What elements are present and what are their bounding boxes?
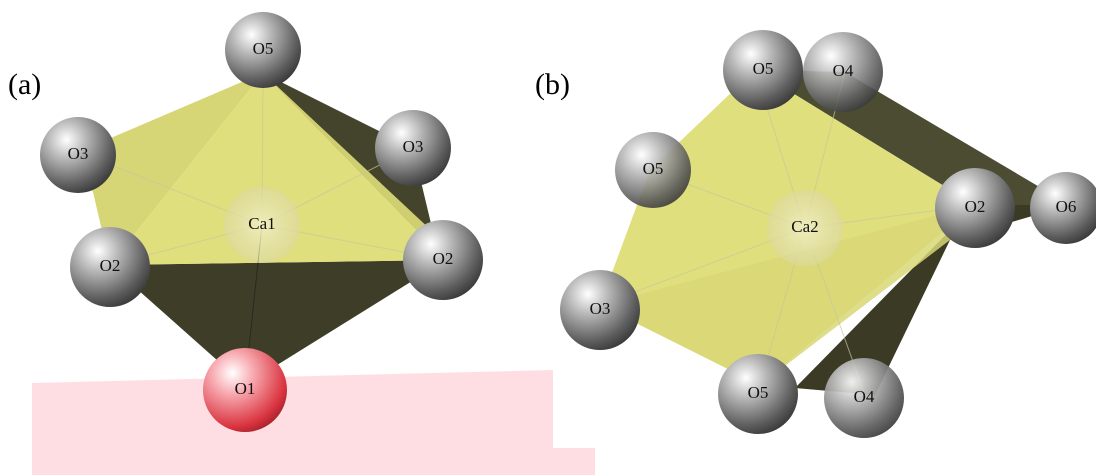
panel-label-b: (b) [535,68,570,101]
pink-overlay [32,370,595,475]
atom-b-o5-top: O5 [723,30,803,110]
face-a-front-right [263,73,446,260]
atom-a-o2-right: O2 [403,220,483,300]
atom-b-o2-right: O2 [935,168,1015,248]
panel-label-a: (a) [8,68,42,101]
center-label-b: Ca2 [791,217,818,236]
svg-text:O4: O4 [854,387,875,406]
svg-text:O3: O3 [403,137,424,156]
svg-text:O5: O5 [748,383,769,402]
center-atom-a: Ca1 [224,187,300,263]
svg-text:O2: O2 [433,249,454,268]
atom-a-o3-right: O3 [375,110,451,186]
polyhedron-a [77,72,447,386]
center-label-a: Ca1 [248,214,275,233]
svg-text:O4: O4 [833,61,854,80]
svg-text:O5: O5 [253,39,274,58]
svg-text:O3: O3 [590,299,611,318]
svg-text:O5: O5 [753,59,774,78]
atom-b-o5-bottom: O5 [718,354,798,434]
face-a-left-upper [78,73,263,265]
atom-b-o4-top: O4 [803,32,883,112]
center-atom-b: Ca2 [767,190,843,266]
atom-b-o6-far-right: O6 [1030,172,1096,244]
svg-text:O2: O2 [965,197,986,216]
atom-b-o3-left: O3 [560,270,640,350]
face-b-right-dark [795,205,1070,395]
svg-text:O5: O5 [643,159,664,178]
svg-text:O6: O6 [1056,197,1077,216]
atom-a-o2-left: O2 [70,227,150,307]
face-a-front [110,73,446,265]
svg-text:O3: O3 [68,144,89,163]
atom-b-o4-bottom: O4 [824,358,904,438]
atom-a-o3-left: O3 [40,117,116,193]
face-b-front-lower [600,205,975,385]
atom-b-o5-left: O5 [615,132,691,208]
svg-text:O2: O2 [100,256,121,275]
atom-a-o5-top: O5 [225,12,301,88]
atom-a-o1-bottom: O1 [203,348,287,432]
face-a-bottom [110,260,446,385]
svg-text:O1: O1 [235,379,256,398]
